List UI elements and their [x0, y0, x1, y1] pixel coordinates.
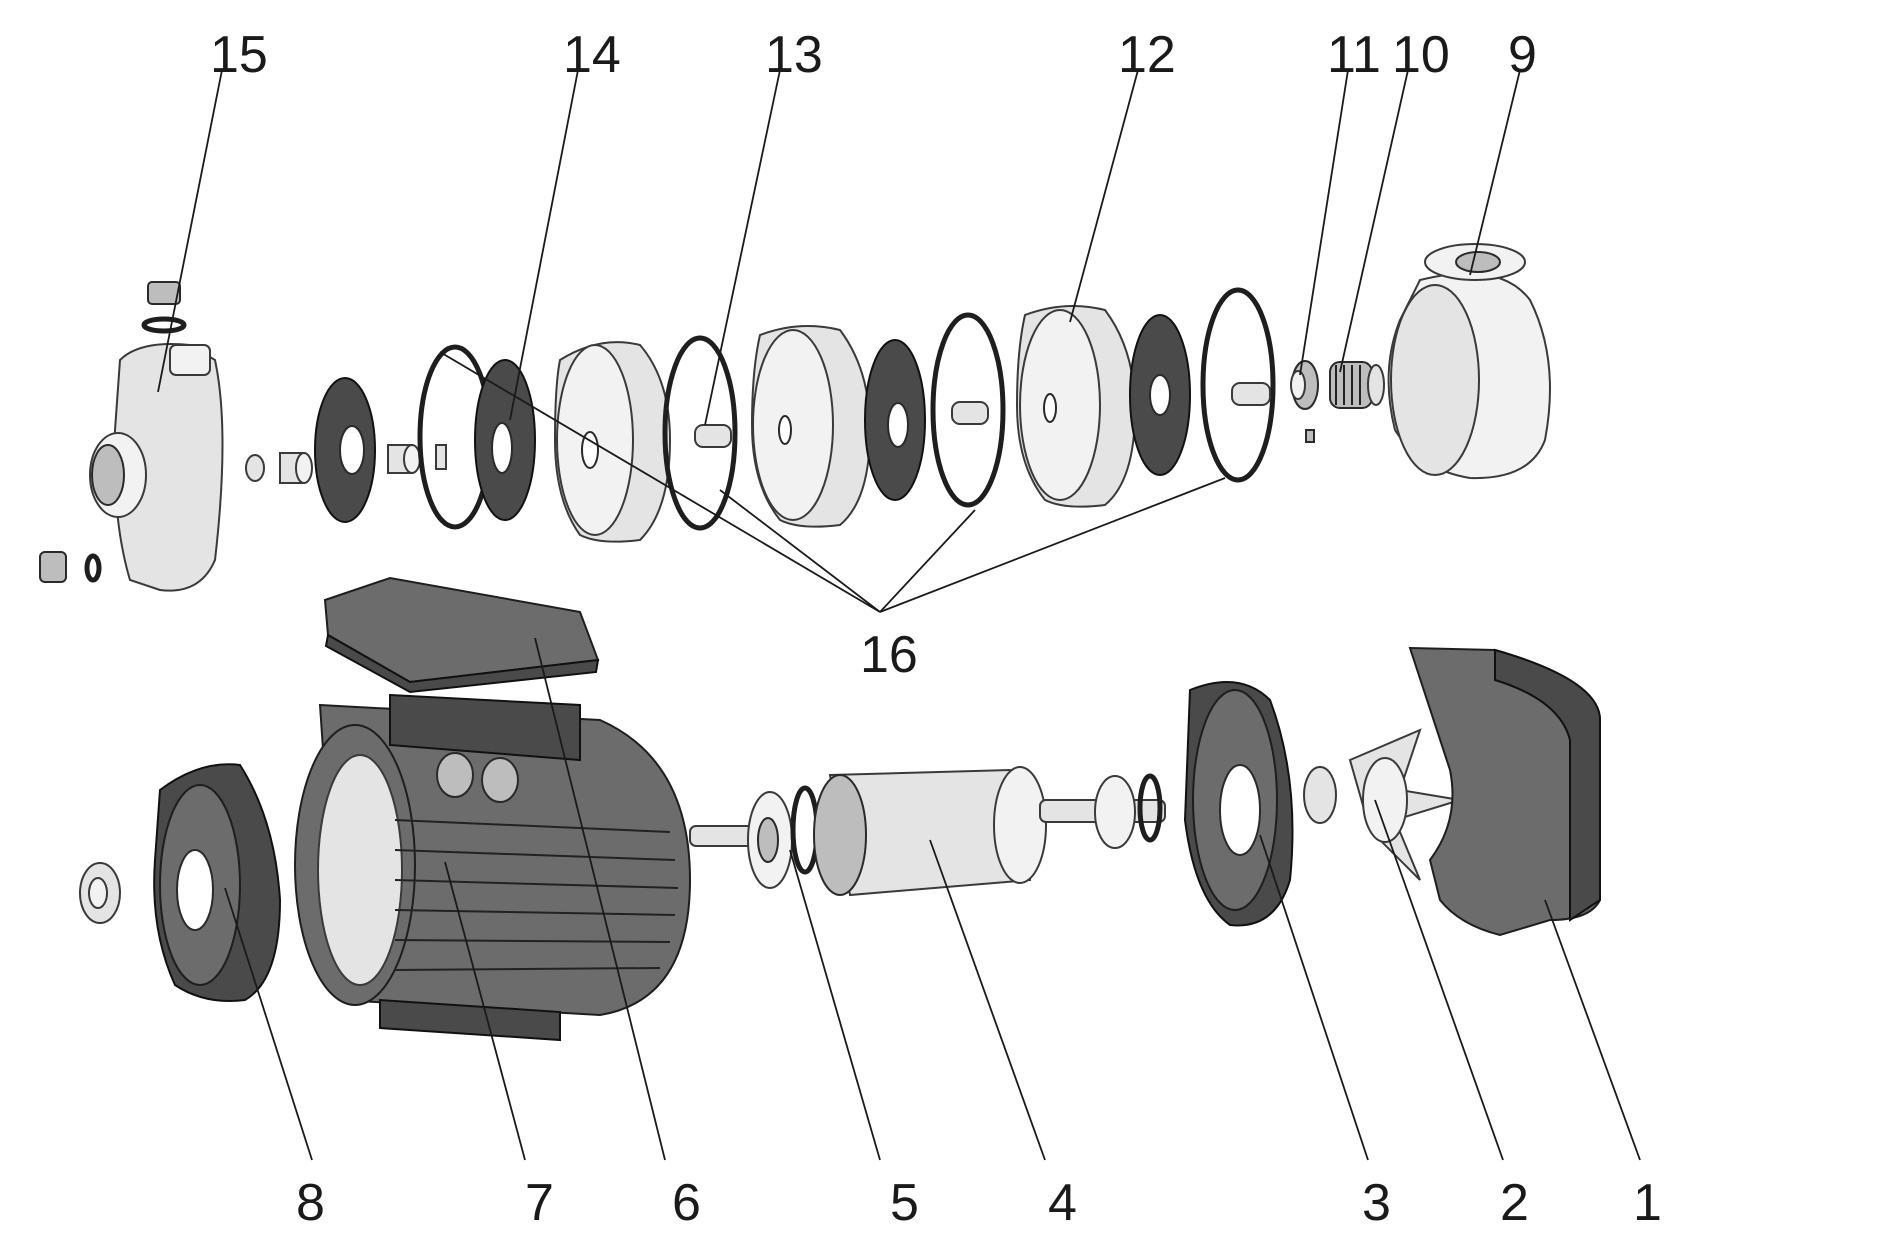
part-3-rear-flange	[1183, 681, 1337, 927]
part-8-front-flange	[79, 763, 282, 1002]
leader-lines	[157, 69, 1641, 1161]
part-4-rotor	[813, 766, 1166, 897]
label-16: 16	[860, 626, 918, 684]
diffuser-stage	[750, 325, 872, 528]
shaft-sleeve	[1231, 382, 1271, 406]
part-5-bearing	[689, 785, 820, 889]
motor-assembly	[79, 576, 1601, 1042]
label-8: 8	[296, 1174, 325, 1232]
label-3: 3	[1362, 1174, 1391, 1232]
impeller-disc	[314, 377, 376, 523]
part-16-o-ring	[930, 312, 1006, 508]
label-1: 1	[1633, 1174, 1662, 1232]
impeller-disc	[864, 339, 926, 501]
part-11-nut	[1290, 360, 1319, 443]
label-4: 4	[1048, 1174, 1077, 1232]
part-14-impeller	[474, 359, 536, 521]
part-1-fan-cover	[1408, 646, 1601, 937]
label-15: 15	[210, 26, 268, 84]
part-15-pump-cover	[39, 281, 224, 592]
part-14-spacer-sleeves	[245, 444, 447, 484]
part-16-o-ring	[1200, 287, 1276, 483]
part-16-o-ring	[662, 335, 738, 531]
part-12-diffuser	[1015, 305, 1137, 508]
label-9: 9	[1508, 26, 1537, 84]
label-11: 11	[1327, 26, 1381, 84]
label-12: 12	[1118, 26, 1176, 84]
pump-hydraulic-assembly	[39, 243, 1551, 592]
part-number-labels: 15 14 13 12 11 10 9 16 8 7 6 5 4 3 2 1	[210, 26, 1662, 1232]
impeller-disc	[1129, 314, 1191, 476]
part-2-fan	[1348, 728, 1461, 881]
label-2: 2	[1500, 1174, 1529, 1232]
label-5: 5	[890, 1174, 919, 1232]
label-14: 14	[563, 26, 621, 84]
part-9-pump-casing	[1387, 243, 1551, 480]
label-10: 10	[1392, 26, 1450, 84]
label-6: 6	[672, 1174, 701, 1232]
part-7-motor-housing	[294, 693, 692, 1042]
label-13: 13	[765, 26, 823, 84]
shaft-sleeve	[951, 401, 989, 425]
label-7: 7	[525, 1174, 554, 1232]
diffuser-stage	[553, 341, 672, 543]
part-13-shaft-sleeve	[694, 424, 732, 448]
part-10-mechanical-seal	[1329, 361, 1385, 409]
part-6-terminal-box-cover	[323, 576, 600, 694]
